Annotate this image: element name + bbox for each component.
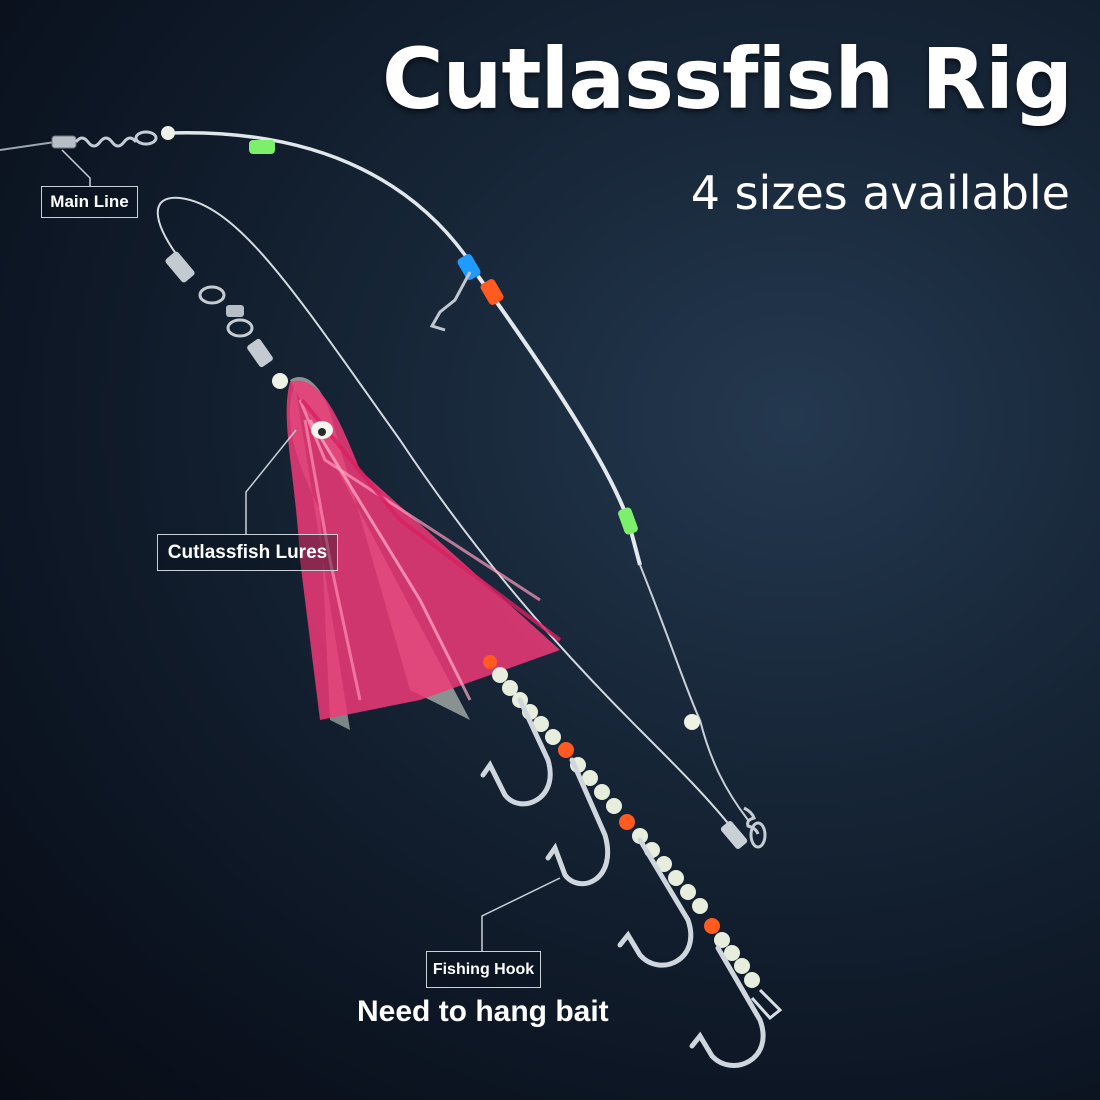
blue-tube [457,254,481,280]
main-line [0,131,701,721]
main-line-callout: Main Line [41,186,138,218]
branch-line [156,196,767,849]
bait-note: Need to hang bait [357,995,609,1028]
bead-chain [483,655,783,1021]
size-availability: 4 sizes available [690,166,1070,220]
hook-icon [480,697,766,1068]
green-tube-top [249,140,275,154]
callout-leaders [61,149,561,951]
lures-callout: Cutlassfish Lures [157,534,338,571]
hook-callout: Fishing Hook [426,951,541,988]
lure-swivel-icon [165,251,288,389]
snap-icon [429,271,472,332]
swivel-icon [51,126,175,149]
green-tube-lower [618,507,638,535]
product-title: Cutlassfish Rig [381,30,1073,128]
squid-lure-icon [286,377,562,730]
orange-tube [480,279,504,305]
